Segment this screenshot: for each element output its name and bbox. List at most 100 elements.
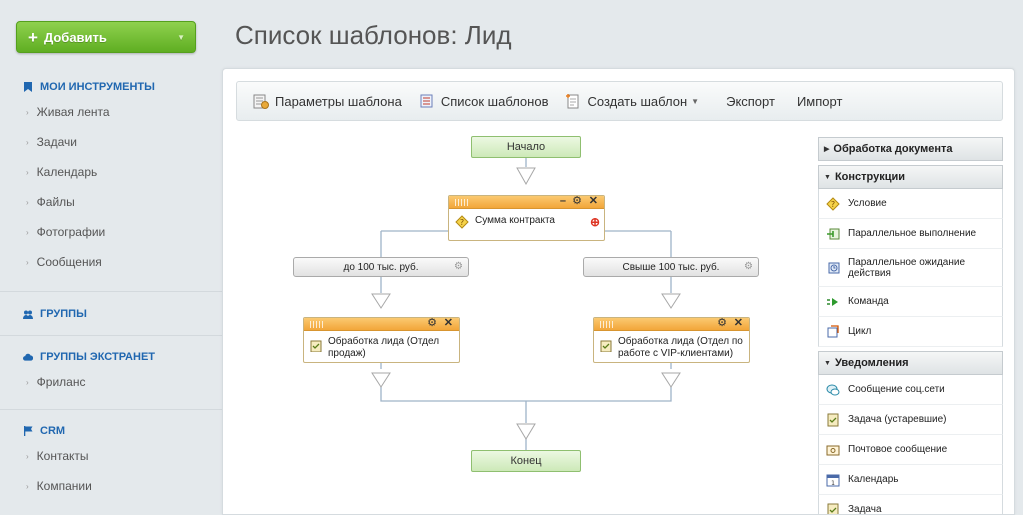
gear-icon[interactable]: ⚙: [454, 261, 463, 272]
palette-item-label: Почтовое сообщение: [848, 444, 948, 455]
export-button[interactable]: Экспорт: [726, 94, 775, 109]
palette-group-constructs[interactable]: ▼ Конструкции: [818, 165, 1003, 189]
palette-group-notifications[interactable]: ▼ Уведомления: [818, 351, 1003, 375]
settings-icon: [253, 94, 269, 109]
task-icon: [827, 503, 839, 514]
branch-left[interactable]: до 100 тыс. руб. ⚙: [293, 257, 469, 277]
palette-item-command[interactable]: Команда: [818, 287, 1003, 317]
main-panel: Параметры шаблона Список шаблонов Создат…: [222, 68, 1015, 515]
sidebar-section-groups: ГРУППЫ: [0, 304, 222, 324]
close-icon[interactable]: ✕: [733, 317, 743, 329]
sidebar-section-title: CRM: [40, 425, 66, 437]
sidebar-section-title: ГРУППЫ ЭКСТРАНЕТ: [40, 351, 156, 363]
add-button[interactable]: + Добавить ▼: [16, 21, 196, 53]
palette-item-task[interactable]: Задача: [818, 495, 1003, 514]
sidebar-divider: [0, 335, 222, 336]
bullet-icon: ›: [26, 137, 29, 147]
sidebar-item-label: Живая лента: [36, 105, 110, 119]
palette-item-task-legacy[interactable]: Задача (устаревшие): [818, 405, 1003, 435]
close-icon[interactable]: ✕: [588, 195, 598, 207]
branch-right[interactable]: Свыше 100 тыс. руб. ⚙: [583, 257, 759, 277]
palette-item-parallel-wait[interactable]: Параллельное ожидание действия: [818, 249, 1003, 287]
import-label: Импорт: [796, 93, 843, 109]
condition-block[interactable]: – ⚙ ✕ ? Сумма контракта ⊕: [448, 195, 605, 241]
add-branch-icon[interactable]: ⊕: [589, 215, 600, 229]
drag-handle-icon[interactable]: [310, 321, 324, 328]
branch-right-label: Свыше 100 тыс. руб.: [622, 261, 720, 273]
sidebar-item-freelance[interactable]: ›Фриланс: [0, 367, 222, 397]
create-template-button[interactable]: Создать шаблон ▼: [565, 93, 699, 109]
drag-handle-icon[interactable]: [600, 321, 614, 328]
sidebar-section-extranet: ГРУППЫ ЭКСТРАНЕТ ›Фриланс: [0, 347, 222, 397]
palette-item-label: Сообщение соц.сети: [848, 384, 945, 395]
sidebar-section-my-tools: МОИ ИНСТРУМЕНТЫ ›Живая лента ›Задачи ›Ка…: [0, 77, 222, 277]
plus-icon: +: [28, 27, 38, 47]
bullet-icon: ›: [26, 377, 29, 387]
task-icon: [827, 413, 839, 426]
gear-icon[interactable]: ⚙: [427, 317, 437, 329]
palette-item-label: Цикл: [848, 326, 872, 337]
workflow-start-node[interactable]: Начало: [471, 136, 581, 158]
close-icon[interactable]: ✕: [443, 317, 453, 329]
sidebar-section-title: МОИ ИНСТРУМЕНТЫ: [40, 81, 155, 93]
template-params-label: Параметры шаблона: [275, 93, 402, 109]
palette-group-doc-processing[interactable]: ▶ Обработка документа: [818, 137, 1003, 161]
palette-item-social-message[interactable]: Сообщение соц.сети: [818, 375, 1003, 405]
palette-item-parallel[interactable]: Параллельное выполнение: [818, 219, 1003, 249]
palette-item-label: Параллельное ожидание действия: [848, 256, 966, 279]
bullet-icon: ›: [26, 451, 29, 461]
gear-icon[interactable]: ⚙: [717, 317, 727, 329]
action-body: Обработка лида (Отдел по работе с VIP-кл…: [594, 331, 749, 362]
parallel-icon: [827, 228, 840, 239]
action-right[interactable]: ⚙ ✕ Обработка лида (Отдел по работе с VI…: [593, 317, 750, 363]
workflow-end-label: Конец: [510, 455, 542, 467]
sidebar-item-label: Файлы: [36, 195, 75, 209]
bookmark-icon: [23, 82, 33, 92]
chevron-down-icon: ▼: [824, 359, 831, 367]
template-list-button[interactable]: Список шаблонов: [419, 93, 549, 109]
palette-item-condition[interactable]: ? Условие: [818, 189, 1003, 219]
palette-item-label: Условие: [848, 198, 887, 209]
gear-icon[interactable]: ⚙: [744, 261, 753, 272]
sidebar-section-header[interactable]: МОИ ИНСТРУМЕНТЫ: [0, 77, 222, 97]
palette-group-title: Конструкции: [834, 171, 906, 183]
sidebar-item-label: Календарь: [36, 165, 98, 179]
sidebar-item-messages[interactable]: ›Сообщения: [0, 247, 222, 277]
sidebar-section-header[interactable]: ГРУППЫ ЭКСТРАНЕТ: [0, 347, 222, 367]
sidebar-divider: [0, 409, 222, 410]
bullet-icon: ›: [26, 257, 29, 267]
workflow-end-node[interactable]: Конец: [471, 450, 581, 472]
sidebar-item-calendar[interactable]: ›Календарь: [0, 157, 222, 187]
sidebar-divider: [0, 291, 222, 292]
activity-palette: ▶ Обработка документа ▼ Конструкции ? Ус…: [818, 137, 1003, 514]
sidebar: + Добавить ▼ МОИ ИНСТРУМЕНТЫ ›Живая лент…: [0, 0, 222, 515]
minimize-icon[interactable]: –: [559, 195, 566, 207]
template-list-label: Список шаблонов: [440, 93, 549, 109]
sidebar-section-header[interactable]: ГРУППЫ: [0, 304, 222, 324]
sidebar-item-feed[interactable]: ›Живая лента: [0, 97, 222, 127]
import-button[interactable]: Импорт: [797, 94, 842, 109]
create-template-label: Создать шаблон: [587, 93, 688, 109]
condition-label: Сумма контракта: [475, 215, 555, 226]
sidebar-item-files[interactable]: ›Файлы: [0, 187, 222, 217]
palette-item-mail[interactable]: Почтовое сообщение: [818, 435, 1003, 465]
action-left[interactable]: ⚙ ✕ Обработка лида (Отдел продаж): [303, 317, 460, 363]
sidebar-item-companies[interactable]: ›Компании: [0, 471, 222, 501]
sidebar-item-contacts[interactable]: › Контакты: [0, 441, 222, 471]
sidebar-item-label: Контакты: [36, 449, 89, 463]
condition-icon: ?: [826, 196, 840, 211]
sidebar-item-tasks[interactable]: ›Задачи: [0, 127, 222, 157]
chevron-down-icon: ▼: [824, 173, 831, 181]
bullet-icon: ›: [26, 481, 29, 491]
sidebar-item-photos[interactable]: ›Фотографии: [0, 217, 222, 247]
export-label: Экспорт: [726, 93, 775, 109]
palette-item-label: Задача (устаревшие): [848, 414, 947, 425]
cloud-icon: [23, 353, 33, 361]
template-params-button[interactable]: Параметры шаблона: [253, 93, 402, 109]
palette-item-calendar[interactable]: 1 Календарь: [818, 465, 1003, 495]
gear-icon[interactable]: ⚙: [572, 195, 582, 207]
workflow-start-label: Начало: [506, 141, 546, 153]
palette-item-loop[interactable]: Цикл: [818, 317, 1003, 347]
drag-handle-icon[interactable]: [455, 199, 469, 206]
sidebar-section-header[interactable]: CRM: [0, 421, 222, 441]
